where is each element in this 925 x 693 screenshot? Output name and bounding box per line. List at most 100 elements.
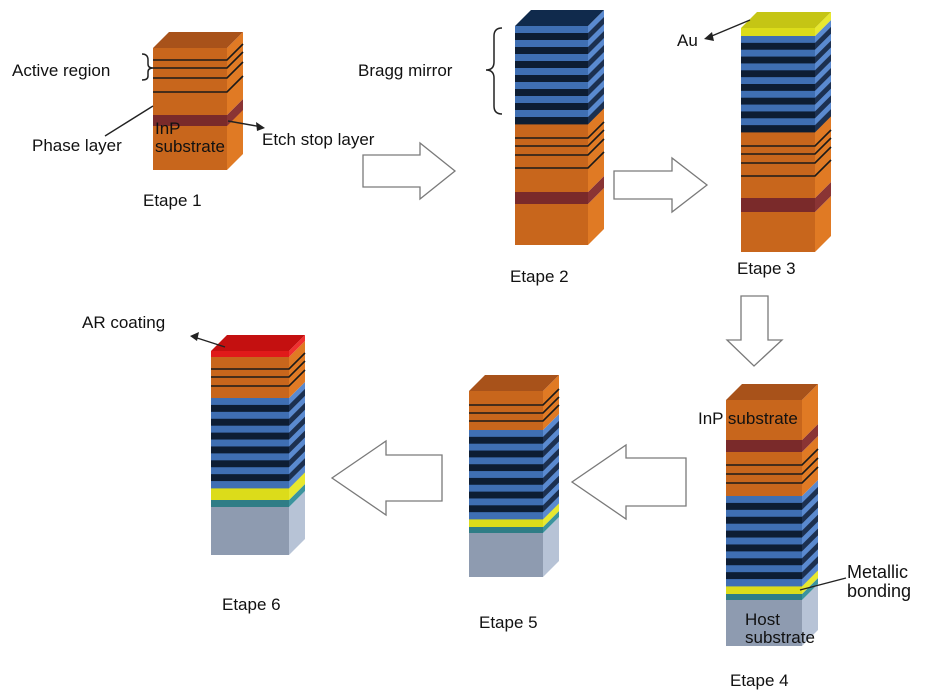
step-4-label: Etape 4 [730, 671, 789, 690]
bragg-band [741, 26, 831, 51]
quantum-well-line [153, 61, 244, 79]
bragg-band [741, 102, 831, 126]
host-substrate-layer [211, 491, 305, 555]
bragg-band [469, 496, 559, 520]
bragg-band [726, 514, 818, 538]
step-1-stack [104, 32, 265, 170]
bragg-band [211, 388, 305, 413]
bragg-band [741, 81, 831, 105]
etch-stop-arrowhead [256, 122, 265, 131]
bragg-band [211, 382, 305, 406]
bragg-band [469, 420, 559, 445]
bragg-band [726, 486, 818, 511]
bragg-band [515, 94, 604, 118]
bragg-band [741, 47, 831, 71]
bragg-band [726, 563, 818, 587]
bragg-band [469, 475, 559, 499]
bragg-band [741, 88, 831, 112]
process-arrow-2-to-3 [613, 156, 709, 214]
au-layer [741, 12, 831, 36]
bragg-band [211, 395, 305, 420]
quantum-well-line [726, 448, 819, 466]
step-4-stack [726, 384, 847, 646]
layer-boundary [741, 159, 832, 177]
bragg-band [469, 427, 559, 451]
bragg-band [469, 448, 559, 472]
bragg-band [726, 556, 818, 580]
bragg-band [211, 458, 305, 482]
host-substrate-label: Host substrate [745, 610, 815, 647]
bragg-mirror-stack [726, 480, 818, 587]
bragg-band [515, 24, 604, 48]
bragg-band [515, 45, 604, 69]
bragg-band [469, 468, 559, 493]
inp-substrate-layer [153, 106, 243, 170]
quantum-well-line [211, 369, 306, 387]
bragg-band [515, 17, 604, 41]
bragg-band [726, 535, 818, 559]
bragg-mirror-brace [485, 27, 503, 115]
quantum-well-line [211, 360, 306, 378]
bragg-band [469, 434, 559, 458]
bragg-band [211, 451, 305, 475]
bragg-band [515, 80, 604, 104]
bragg-mirror-stack [469, 414, 559, 520]
bragg-mirror-stack [515, 10, 604, 125]
bragg-band [726, 521, 818, 545]
quantum-well-line [515, 129, 605, 147]
etch-stop-layer-label: Etch stop layer [262, 130, 375, 149]
bragg-band [469, 489, 559, 513]
au-layer [211, 472, 305, 500]
bragg-band [726, 549, 818, 573]
bragg-band [515, 38, 604, 62]
step-6-label: Etape 6 [222, 595, 281, 614]
quantum-well-line [515, 138, 605, 156]
host-substrate-layer [469, 517, 559, 577]
bragg-band [726, 507, 818, 532]
phase-layer-label: Phase layer [32, 136, 122, 155]
etch-stop-layer [741, 182, 831, 212]
active-region-layer [469, 375, 559, 430]
step-2-stack [485, 10, 605, 245]
bragg-band [726, 528, 818, 552]
au-label: Au [677, 31, 698, 50]
etch-stop-pointer [227, 120, 263, 128]
bragg-mirror-stack [741, 20, 831, 133]
bragg-band [211, 465, 305, 489]
layer-boundary [153, 75, 244, 93]
bragg-band [515, 101, 604, 125]
quantum-well-line [469, 388, 560, 406]
metallic-bonding-pointer [799, 577, 847, 591]
quantum-well-line [153, 43, 244, 61]
process-arrow-4-to-5 [570, 443, 687, 521]
etch-stop-layer [726, 424, 818, 452]
metallic-bonding-label: Metallic bonding [847, 562, 912, 601]
inp-substrate-label-step1: InP substrate [155, 119, 225, 156]
bragg-band [741, 68, 831, 92]
step-5-stack [469, 375, 560, 577]
bragg-band [726, 500, 818, 525]
ar-coating-layer [211, 335, 305, 357]
bragg-band [741, 33, 831, 57]
phase-layer [515, 152, 604, 192]
inp-substrate-layer [726, 384, 818, 440]
bragg-band [469, 441, 559, 465]
step-3-label: Etape 3 [737, 259, 796, 278]
process-arrow-3-to-4 [725, 295, 784, 367]
bragg-band [726, 493, 818, 518]
quantum-well-line [211, 352, 306, 370]
quantum-well-line [515, 121, 605, 139]
step-3-stack [704, 12, 832, 252]
bragg-band [469, 455, 559, 479]
step-2-label: Etape 2 [510, 267, 569, 286]
bragg-band [515, 31, 604, 55]
quantum-well-line [726, 457, 819, 475]
phase-layer-pointer [104, 105, 154, 137]
inp-substrate-layer [515, 188, 604, 245]
quantum-well-line [153, 51, 244, 69]
layer-boundary [515, 151, 605, 169]
quantum-well-line [741, 137, 832, 155]
bragg-band [741, 109, 831, 133]
step-5-label: Etape 5 [479, 613, 538, 632]
